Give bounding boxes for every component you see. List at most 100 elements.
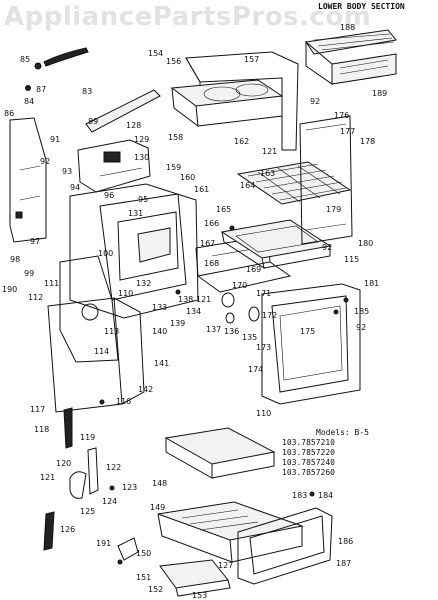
model-number: 103.7857210: [282, 438, 335, 447]
callout-label: 132: [136, 279, 151, 288]
callout-label: 95: [138, 195, 148, 204]
callout-label: 97: [30, 237, 40, 246]
grate-part: [305, 29, 397, 85]
side-panel-part: [9, 117, 47, 243]
callout-label: 179: [326, 205, 341, 214]
callout-label: 161: [194, 185, 209, 194]
callout-label: 121: [262, 147, 277, 156]
callout-label: 99: [24, 269, 34, 278]
callout-label: 135: [242, 333, 257, 342]
callout-label: 141: [154, 359, 169, 368]
callout-label: 188: [340, 23, 355, 32]
callout-label: 92: [310, 97, 320, 106]
callout-label: 168: [204, 259, 219, 268]
callout-label: 118: [34, 425, 49, 434]
callout-label: 85: [20, 55, 30, 64]
callout-label: 185: [354, 307, 369, 316]
callout-label: 91: [50, 135, 60, 144]
callout-label: 184: [318, 491, 333, 500]
callout-label: 163: [260, 169, 275, 178]
callout-label: 157: [244, 55, 259, 64]
callout-label: 171: [256, 289, 271, 298]
callout-label: 190: [2, 285, 17, 294]
callout-label: 125: [80, 507, 95, 516]
callout-label: 172: [262, 311, 277, 320]
callout-label: 114: [94, 347, 109, 356]
callout-label: 113: [104, 327, 119, 336]
callout-label: 128: [126, 121, 141, 130]
callout-label: 96: [104, 191, 114, 200]
section-title: LOWER BODY SECTION: [318, 2, 405, 11]
callout-label: 131: [128, 209, 143, 218]
callout-label: 177: [340, 127, 355, 136]
callout-label: 119: [80, 433, 95, 442]
callout-label: 115: [344, 255, 359, 264]
callout-label: 133: [152, 303, 167, 312]
screw-part: [25, 47, 349, 565]
model-number: 103.7857260: [282, 468, 335, 477]
oven-body-part: [59, 183, 199, 363]
model-number: 103.7857240: [282, 458, 335, 467]
broiler-pan-part: [220, 219, 332, 270]
callout-label: 164: [240, 181, 255, 190]
callout-label: 120: [56, 459, 71, 468]
callout-label: 140: [152, 327, 167, 336]
callout-labels: 85 154 156 157 188 189 87 83 84 86 89 12…: [2, 23, 387, 600]
callout-label: 117: [30, 405, 45, 414]
maintop-part: [170, 51, 299, 151]
callout-label: 134: [186, 307, 201, 316]
callout-label: 92: [40, 157, 50, 166]
callout-label: 152: [148, 585, 163, 594]
callout-label: 191: [96, 539, 111, 548]
callout-label: 110: [256, 409, 271, 418]
callout-label: 86: [4, 109, 14, 118]
callout-label: 178: [360, 137, 375, 146]
callout-label: 92: [356, 323, 366, 332]
callout-label: 142: [138, 385, 153, 394]
kick-panel-part: [159, 559, 231, 597]
callout-label: 94: [70, 183, 80, 192]
callout-label: 165: [216, 205, 231, 214]
callout-label: 111: [44, 279, 59, 288]
callout-label: 162: [234, 137, 249, 146]
cabinet-side-part: [47, 297, 145, 413]
callout-label: 148: [152, 479, 167, 488]
callout-label: 129: [134, 135, 149, 144]
callout-label: 175: [300, 327, 315, 336]
callout-label: 121: [196, 295, 211, 304]
callout-label: 130: [134, 153, 149, 162]
callout-label: 186: [338, 537, 353, 546]
callout-label: 93: [62, 167, 72, 176]
callout-label: 92: [322, 243, 332, 252]
callout-label: 83: [82, 87, 92, 96]
callout-label: 158: [168, 133, 183, 142]
callout-label: 150: [136, 549, 151, 558]
callout-label: 100: [98, 249, 113, 258]
oven-door-part: [261, 283, 361, 405]
drawer-front-part: [237, 507, 333, 585]
callout-label: 173: [256, 343, 271, 352]
callout-label: 159: [166, 163, 181, 172]
callout-label: 181: [364, 279, 379, 288]
callout-label: 153: [192, 591, 207, 600]
callout-label: 166: [204, 219, 219, 228]
callout-label: 151: [136, 573, 151, 582]
callout-label: 167: [200, 239, 215, 248]
model-number: 103.7857220: [282, 448, 335, 457]
callout-label: 98: [10, 255, 20, 264]
callout-label: 87: [36, 85, 46, 94]
callout-label: 121: [40, 473, 55, 482]
oven-rack-part: [236, 161, 352, 205]
callout-label: 137: [206, 325, 221, 334]
hinge-part: [43, 407, 139, 561]
callout-label: 183: [292, 491, 307, 500]
callout-label: 139: [170, 319, 185, 328]
callout-label: 160: [180, 173, 195, 182]
callout-label: 122: [106, 463, 121, 472]
bracket-part: [77, 139, 151, 193]
callout-label: 169: [246, 265, 261, 274]
oven-wall-part: [299, 115, 353, 245]
callout-label: 176: [334, 111, 349, 120]
